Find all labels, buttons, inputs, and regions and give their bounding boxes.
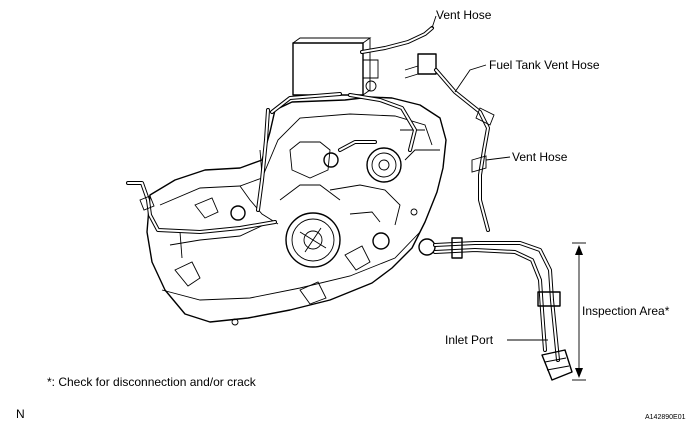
- left-pipe: [126, 108, 277, 234]
- fuel-tank: [146, 96, 447, 323]
- fuel-pump-assembly: [285, 212, 341, 268]
- label-fuel-tank-vent-hose: Fuel Tank Vent Hose: [489, 58, 600, 72]
- vent-hose-lines: [360, 26, 495, 232]
- figure-code: A142890E01: [645, 414, 686, 421]
- label-vent-hose-top: Vent Hose: [436, 8, 492, 22]
- footnote: *: Check for disconnection and/or crack: [47, 375, 257, 389]
- filler-pipe: [418, 237, 573, 381]
- label-inlet-port: Inlet Port: [445, 333, 494, 347]
- inspection-area-bracket: [572, 242, 586, 381]
- label-vent-hose-right: Vent Hose: [512, 150, 568, 164]
- tank-fittings: [230, 80, 418, 326]
- service-lid: [366, 147, 402, 183]
- label-inspection-area: Inspection Area*: [582, 304, 670, 318]
- tank-top-hose: [270, 92, 417, 152]
- corner-letter: N: [16, 407, 25, 421]
- charcoal-canister: [292, 37, 379, 96]
- leader-lines: [431, 15, 548, 341]
